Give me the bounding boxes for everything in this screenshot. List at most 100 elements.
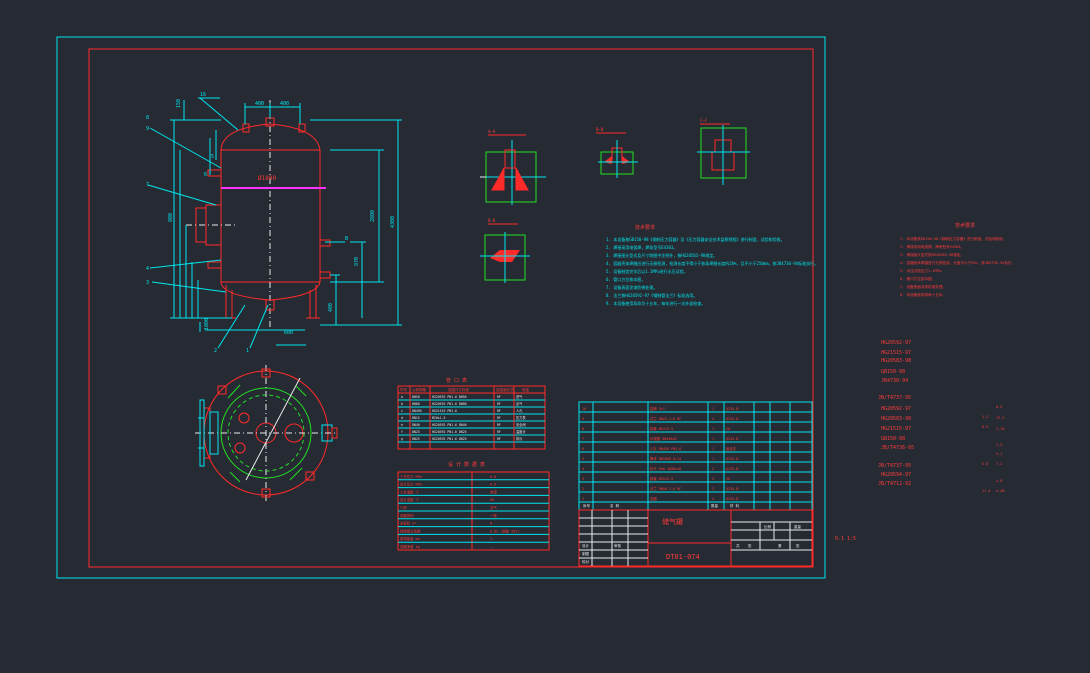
dim-overall-height: 4300 <box>390 216 396 228</box>
nozzle-table-cell: DN15 <box>412 416 420 420</box>
nozzle-table-cell: f <box>401 430 403 434</box>
title-block-label: 审核 <box>614 543 622 548</box>
parts-cell-material: 20 <box>726 427 730 431</box>
design-table-value: 一类 <box>490 513 497 518</box>
right-side-number: 17.5 <box>996 416 1004 420</box>
parts-cell-qty: 4 <box>712 417 714 421</box>
right-standard: HG21515-97 <box>881 350 911 356</box>
right-note-item: 4. 容器壳体焊缝进行无损检测，长度不小于20%，按JB4730-94执行。 <box>900 260 1015 265</box>
vessel-elevation-view: 400 400 Ø1800 2800 4300 970 600 400 800 … <box>146 92 402 354</box>
nozzle-table-cell: HG20592 PN1.6 DN25 <box>432 437 467 441</box>
parts-cell-number: 6 <box>582 447 584 451</box>
design-table-value: 常温 <box>490 489 497 494</box>
dim-top-right: 400 <box>280 101 289 107</box>
parts-cell-material: 20 <box>726 477 730 481</box>
nozzle-table-cell: RF <box>497 430 501 434</box>
outside-scale-note: 0.1 1:5 <box>835 536 856 542</box>
right-note-item: 6. 管口方位按本图。 <box>900 276 935 281</box>
nozzle-table-cell: a <box>401 395 403 399</box>
svg-text:C—C: C—C <box>700 118 708 123</box>
design-table-label: 设计压力 MPa <box>400 482 422 487</box>
parts-cell-material: Q235-B <box>726 457 738 461</box>
nozzle-table-cell: RF <box>497 395 501 399</box>
right-side-number: 0.5 <box>996 405 1002 409</box>
parts-cell-name: 人孔 DN450 PN1.6 <box>650 446 681 451</box>
right-standard: HG20594-97 <box>881 472 911 478</box>
nozzle-table-cell: 排污 <box>516 436 523 441</box>
parts-cell-qty: 4 <box>712 497 714 501</box>
parts-cell-name: 筒体 DN1800 δ=14 <box>650 456 681 461</box>
dim-top-height: 150 <box>176 99 182 108</box>
design-table-label: 工作压力 MPa <box>400 474 422 479</box>
design-table-title: 设 计 数 据 表 <box>448 461 485 468</box>
parts-header: 材 料 <box>730 503 740 508</box>
parts-cell-qty: 3 <box>712 477 714 481</box>
parts-cell-number: 10 <box>582 407 586 411</box>
design-table-label: 介质 <box>400 505 407 510</box>
parts-cell-material: 组合件 <box>726 446 737 451</box>
dim-diameter: Ø1800 <box>258 175 276 182</box>
nozzle-table-cell: M20x1.5 <box>432 416 446 420</box>
title-block-label: 校对 <box>582 559 590 564</box>
title-block-label: 重量 <box>794 524 802 529</box>
parts-cell-number: 3 <box>582 477 584 481</box>
tech-req-item: 3. 焊接接头型式及尺寸除图中注明外，按HG20583-98规定。 <box>606 252 717 258</box>
parts-header: 数量 <box>711 503 719 508</box>
right-note-item: 2. 焊接采用电弧焊，焊条型号E4303。 <box>900 244 964 249</box>
svg-text:A—A: A—A <box>488 129 496 134</box>
parts-cell-name: 铭牌 5x7 <box>650 406 665 411</box>
tech-req-item: 5. 设备制造完毕后以1.1MPa进行水压试验。 <box>606 268 688 274</box>
parts-cell-name: 支腿 <box>650 496 657 501</box>
detail-view-4: D—D <box>480 218 530 283</box>
design-table-label: 工作温度 ℃ <box>400 489 420 494</box>
right-notes-heading: 技术要求 <box>955 222 975 229</box>
parts-cell-name: 法兰 DN25-1.6 RF <box>650 416 681 421</box>
nozzle-table-cell: HG21515 PN1.6 <box>432 409 457 413</box>
nozzle-table-header: 连接尺寸标准 <box>448 387 469 392</box>
design-table-value: 0.9 <box>490 483 496 487</box>
parts-cell-material: Q235-B <box>726 437 738 441</box>
item-marker: 9 <box>146 126 149 132</box>
design-table-value: 0.8 <box>490 475 496 479</box>
item-marker: 5 <box>211 154 214 160</box>
right-standard: GB150-98 <box>881 436 905 442</box>
nozzle-table-cell: RF <box>497 437 501 441</box>
svg-text:B—B: B—B <box>596 127 604 132</box>
nozzle-table-cell: DN25 <box>412 430 420 434</box>
design-table-label: 焊接接头系数 <box>400 528 421 533</box>
parts-cell-material: Q235-B <box>726 497 738 501</box>
parts-cell-number: 7 <box>582 437 584 441</box>
item-marker: 1 <box>246 348 249 354</box>
parts-cell-name: 接管 Ø57x3.5 <box>650 426 673 431</box>
nozzle-table-cell: 进气 <box>516 394 523 399</box>
right-note-item: 8. 本设备使用寿命十五年。 <box>900 292 946 297</box>
nozzle-table-cell: RF <box>497 416 501 420</box>
parts-cell-name: 补强圈 DN450x8 <box>650 436 677 441</box>
right-standard: JB/T4712-92 <box>878 481 911 487</box>
right-side-number: 4.8 <box>996 479 1002 483</box>
right-standard: HG21515-97 <box>881 426 911 432</box>
parts-cell-number: 8 <box>582 427 584 431</box>
design-table-value: 1 <box>490 537 492 541</box>
parts-header: 序号 <box>583 503 591 508</box>
parts-cell-qty: 1 <box>712 447 714 451</box>
parts-cell-name: 封头 EHA 1800x16 <box>650 466 681 471</box>
nozzle-table-cell: 人孔 <box>516 408 523 413</box>
nozzle-table-cell: 出气 <box>516 401 523 406</box>
right-side-number: 4.48 <box>996 489 1004 493</box>
drawing-number: DT01-074 <box>666 553 700 561</box>
design-table-value: 空气 <box>490 505 497 510</box>
dim-shell-height: 2800 <box>370 210 376 222</box>
nozzle-table-cell: HG20592 PN1.6 DN40 <box>432 423 467 427</box>
parts-cell-name: 接管 Ø32x3.5 <box>650 476 673 481</box>
item-marker: 7 <box>146 182 149 188</box>
tech-req-item: 4. 容器壳体焊缝应进行无损检测，检测长度不得小于各条焊缝长度的20%，且不小于… <box>606 260 818 266</box>
right-standard: HG20583-98 <box>881 416 911 422</box>
title-block: 设计 制图 校对 审核 比例 重量 共 张 第 张 储气罐 DT01-074 <box>578 509 813 567</box>
design-table-value: 8 <box>490 522 492 526</box>
nozzle-table-header: 公称规格 <box>412 387 426 392</box>
nozzle-table-cell: RF <box>497 402 501 406</box>
